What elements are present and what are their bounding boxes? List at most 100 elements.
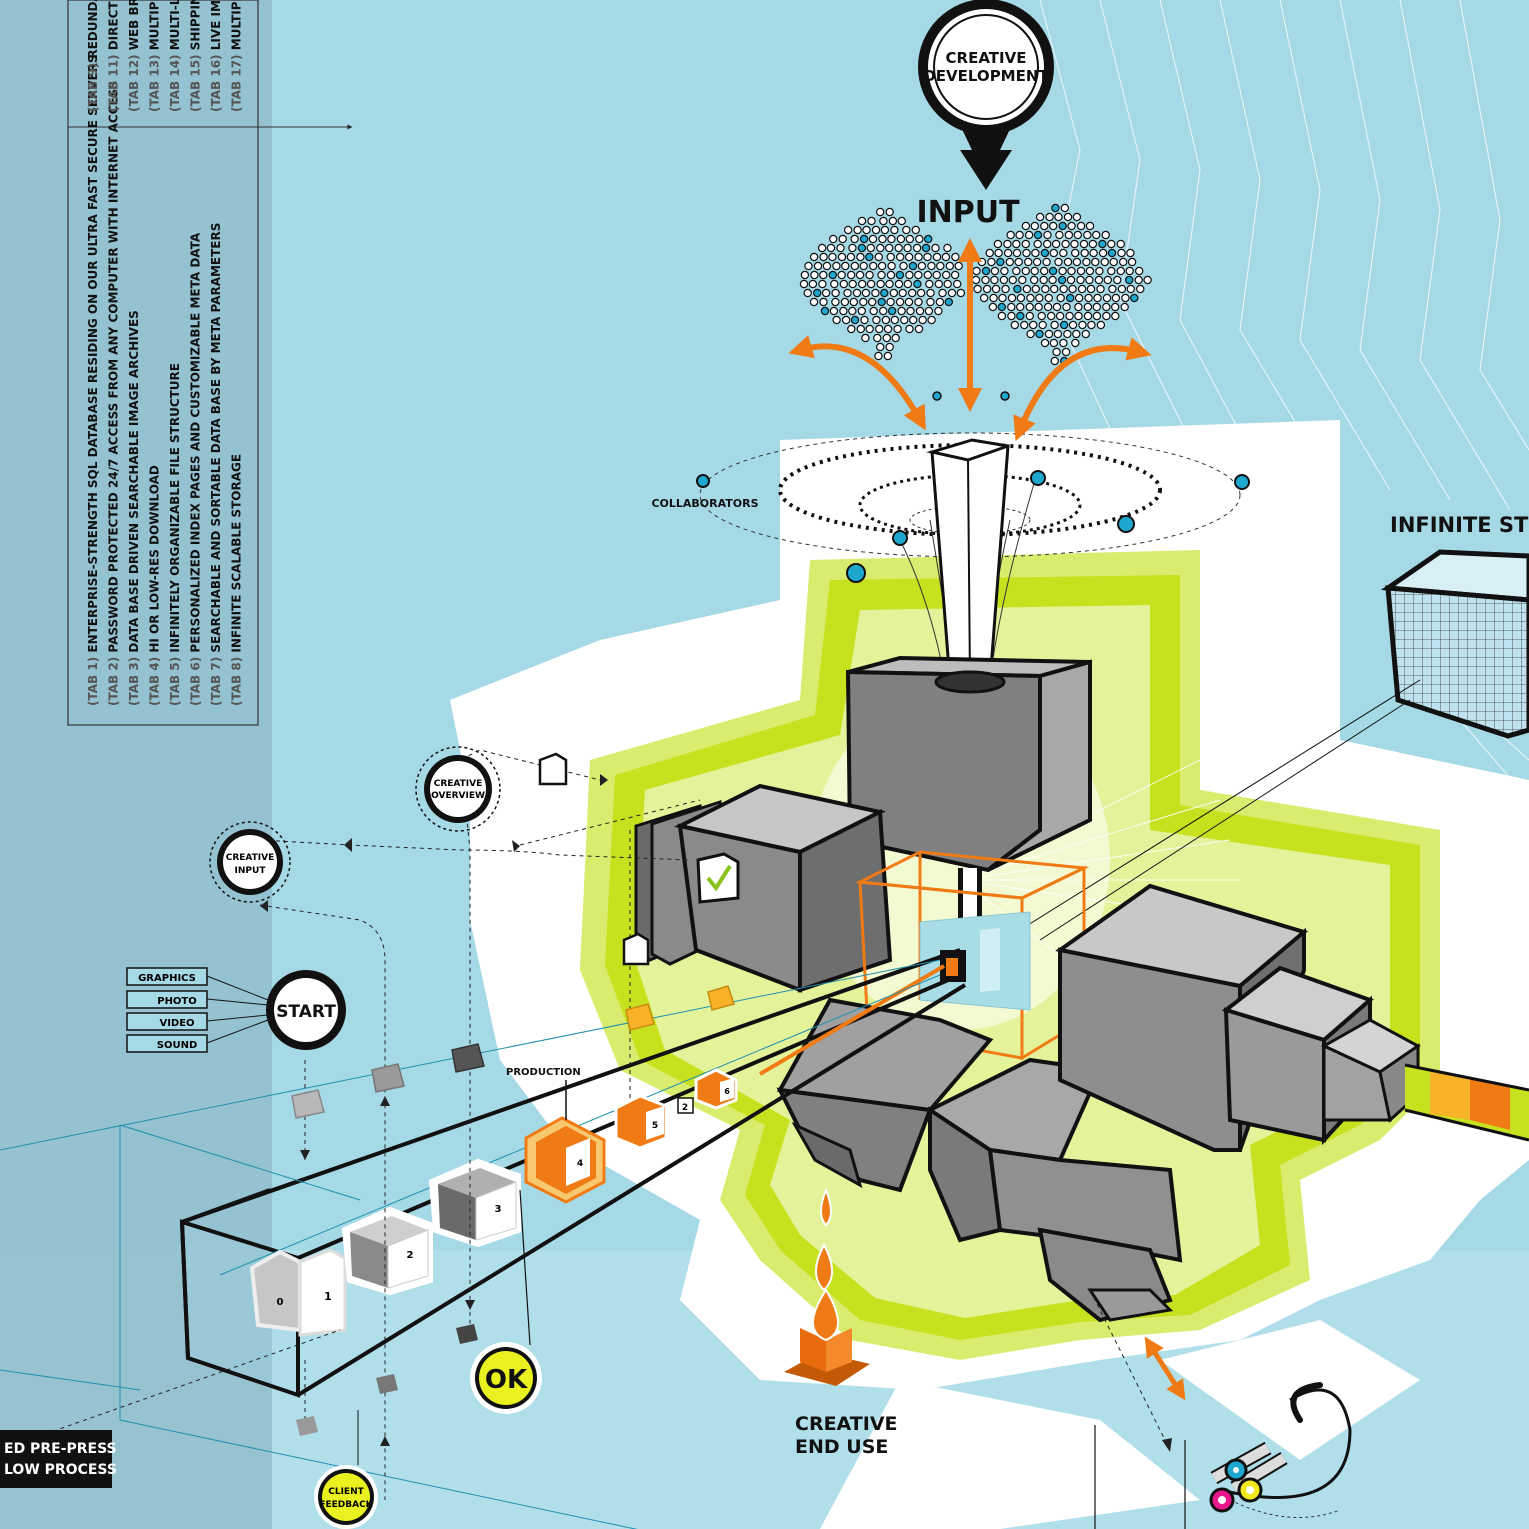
collaborator-figure [934,279,944,289]
collaborator-figure [1007,311,1016,321]
collaborator-figure [1045,212,1054,222]
feature-item: (TAB 16) LIVE IMA [209,0,223,112]
collaborator-figure [859,261,868,271]
lower-mid-box [926,1057,1183,1323]
collaborator-figure [1050,320,1059,330]
feature-item: (TAB 6) PERSONALIZED INDEX PAGES AND CUS… [189,232,203,706]
collaborator-figure [1127,257,1137,267]
media-type-graphics[interactable]: GRAPHICS [126,967,208,986]
feature-text: PASSWORD PROTECTED 24/7 ACCESS FROM ANY … [107,81,121,653]
collaborator-figure [1134,266,1144,276]
collaborator-figure [994,248,1003,258]
collaborator-figure [818,279,827,289]
collaborator-figure [1091,257,1100,267]
folder-icon[interactable] [371,1063,405,1093]
step-cube-2[interactable]: 2 [341,1206,433,1296]
creative-input-badge[interactable]: CREATIVE INPUT [209,821,291,903]
collaborator-figure [1033,230,1043,240]
collaborator-figure [1058,266,1067,276]
step-feedback-tag[interactable]: 2 [677,1097,694,1114]
step-label-2: 2 [407,1250,414,1261]
folder-icon[interactable] [291,1089,325,1119]
step-cube-0[interactable]: 0 [249,1249,302,1333]
collaborator-figure [1025,311,1035,321]
collaborator-figure [1055,311,1065,321]
collaborator-figure [821,288,831,298]
collaborator-figure [999,275,1009,285]
creative-development-line-1: CREATIVE [946,49,1027,67]
collaborator-figure [1072,212,1082,222]
collaborator-figure [890,315,900,325]
collaborator-figure [894,243,903,253]
collaborator-figure [982,284,992,294]
folder-icon[interactable] [376,1374,398,1394]
collaborator-figure [989,293,998,303]
step-label-3: 3 [495,1204,502,1215]
collaborator-figure [1130,293,1139,303]
collaborator-figure [1092,311,1102,321]
media-type-label: PHOTO [157,996,197,1007]
collaborator-figure [1049,338,1059,348]
step-cube-3[interactable]: 3 [428,1158,521,1248]
feature-text: WEB BRO [127,0,141,50]
folder-icon[interactable] [456,1324,478,1344]
collaborator-figure [1055,230,1064,240]
feature-tab: (TAB 11) [107,50,121,112]
collaborator-figure [855,270,865,280]
feature-item: (TAB 4) HI OR LOW-RES DOWNLOAD [148,465,162,706]
collaborator-figure [828,252,837,262]
step-cube-1[interactable]: 1 [298,1248,347,1337]
approved-document-icon[interactable] [696,852,740,904]
collaborator-figure [1007,293,1017,303]
collaborator-figure [1035,293,1044,303]
start-button[interactable]: START [266,970,346,1050]
collaborator-figure [1037,311,1046,321]
collaborator-figure [1072,329,1081,339]
creative-overview-badge[interactable]: CREATIVE OVERVIEW [415,746,501,832]
folder-icon[interactable] [707,985,735,1011]
media-type-photo[interactable]: PHOTO [126,990,208,1009]
client-feedback-badge[interactable]: CLIENT FEEDBACK [314,1465,378,1529]
feature-tab: (TAB 8) [230,653,244,706]
collaborator-figure [998,293,1007,303]
collaborator-figure [913,279,922,289]
collaborator-figure [869,306,878,316]
collaborator-figure [841,315,851,325]
collaborator-figure [1059,320,1069,330]
collaborator-figure [1071,338,1080,348]
collaborator-figure [1083,311,1093,321]
step-cube-6[interactable]: 6 [694,1068,738,1110]
collaborator-figure [867,216,876,226]
feature-text: INFINITE SCALABLE STORAGE [230,454,244,653]
collaborator-figure [1079,239,1089,249]
collaborator-figure [951,252,960,262]
collaborator-figure [1086,284,1096,294]
collaborator-figure [1021,221,1031,231]
document-icon-2[interactable] [622,932,650,966]
collaborator-figure [1059,284,1068,294]
collaborator-figure [987,257,996,267]
folder-icon[interactable] [625,1003,655,1031]
folder-icon[interactable] [451,1043,485,1073]
collaborator-figure [996,257,1005,267]
collaborator-figure [1108,284,1117,294]
media-type-video[interactable]: VIDEO [126,1012,208,1031]
folder-icon[interactable] [296,1416,318,1436]
collaborator-figure [871,225,881,235]
collaborator-figure [1116,239,1126,249]
collaborator-figure [1111,293,1121,303]
collaborator-figure [1061,239,1070,249]
collaborator-figure [944,297,954,307]
collaborator-figure [1031,248,1040,258]
step-cube-5[interactable]: 5 [614,1094,668,1150]
media-type-sound[interactable]: SOUND [126,1034,208,1053]
collaborator-figure [1116,266,1126,276]
step-cube-4[interactable]: 4 [524,1116,606,1204]
collaborator-figure [1025,302,1034,312]
creative-development-badge[interactable]: CREATIVE DEVELOPMENT [918,0,1054,190]
collaborator-figure [1034,302,1043,312]
ok-badge[interactable]: OK [470,1342,542,1414]
creative-development-line-2: DEVELOPMENT [923,67,1049,85]
document-icon[interactable] [538,752,568,786]
